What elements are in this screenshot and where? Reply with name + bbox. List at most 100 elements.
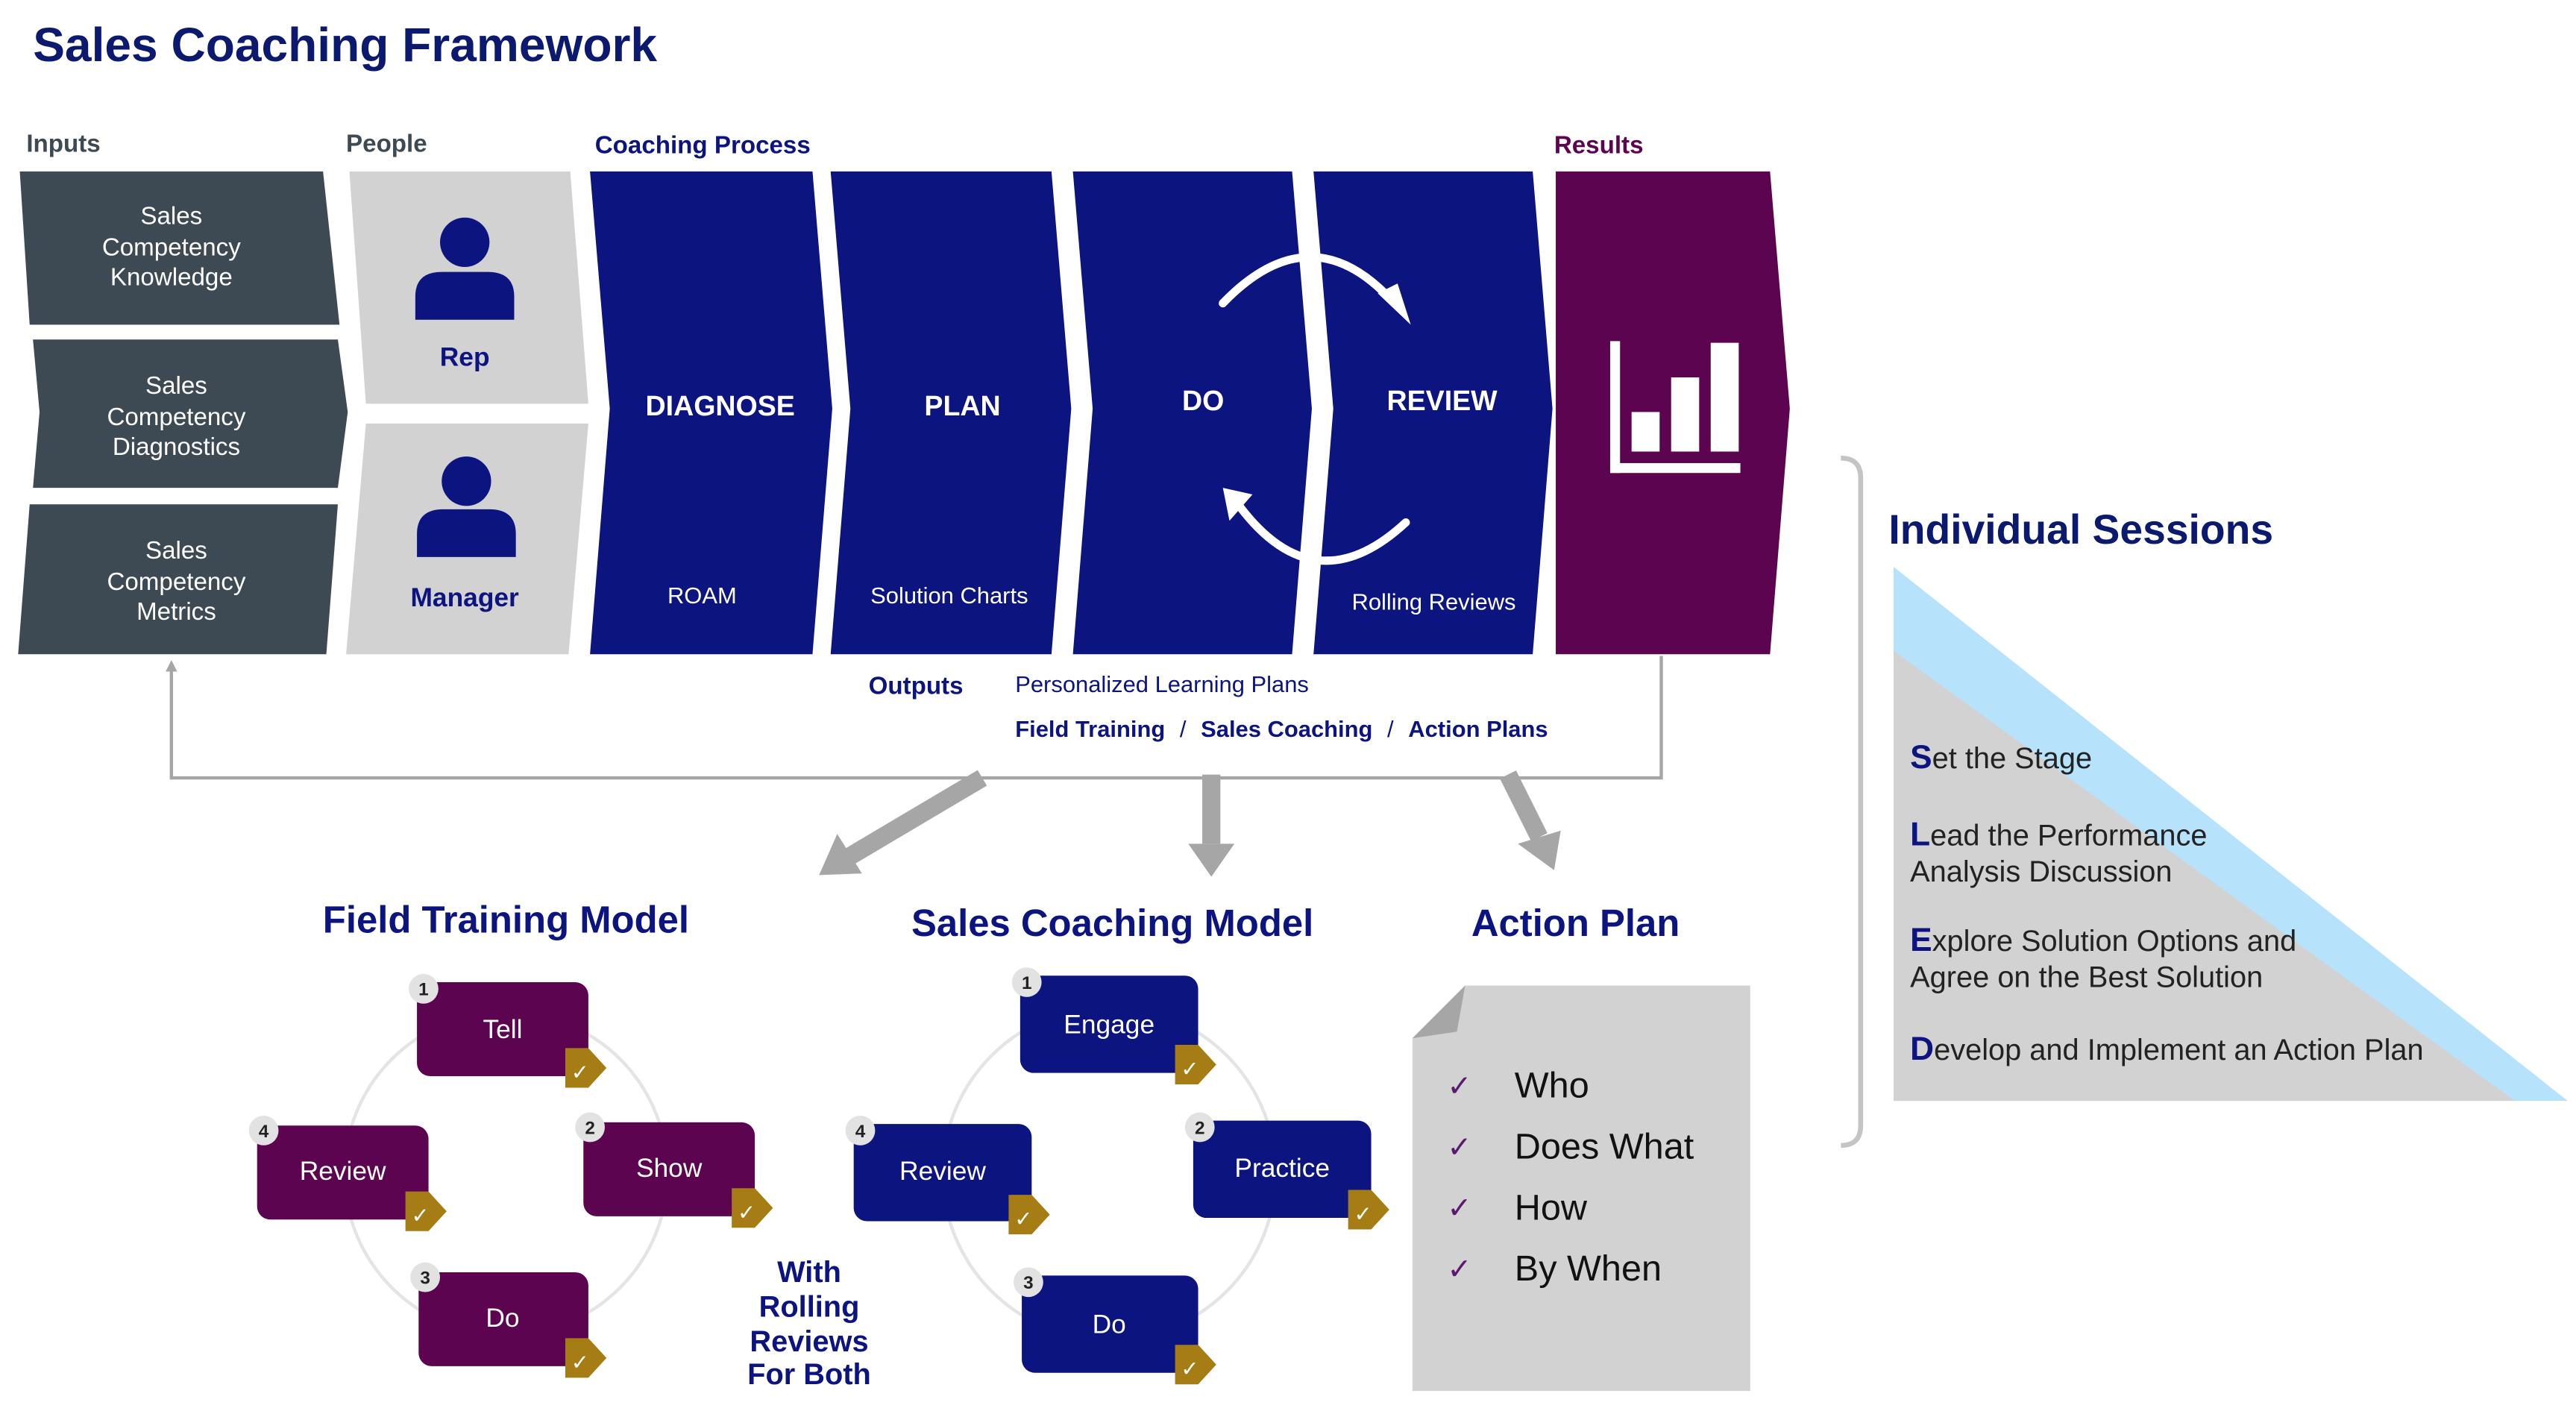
plan-step: PLAN Solution Charts bbox=[830, 171, 1072, 655]
check-badge-icon bbox=[732, 1188, 773, 1228]
input-diagnostics-line-1: Sales bbox=[145, 372, 207, 400]
session-step-develop: Develop and Implement an Action Plan bbox=[1910, 1031, 2423, 1067]
plan-title: PLAN bbox=[924, 390, 1000, 421]
outputs-action-plans: Action Plans bbox=[1408, 716, 1548, 742]
action-plan-card: ✓ Who ✓ Does What ✓ How ✓ By When bbox=[1412, 985, 1750, 1392]
check-badge-icon bbox=[565, 1048, 607, 1088]
field-step-tell-number: 1 bbox=[418, 980, 429, 1000]
bar-chart-icon bbox=[1609, 341, 1741, 474]
field-step-show: Show 2 ✓ bbox=[575, 1112, 773, 1228]
coach-step-review-label: Review bbox=[899, 1157, 986, 1186]
coach-step-review-number: 4 bbox=[855, 1122, 866, 1142]
check-badge-icon bbox=[405, 1191, 447, 1231]
coach-step-review: Review 4 ✓ bbox=[845, 1116, 1050, 1235]
session-step-explore: Explore Solution Options and bbox=[1910, 922, 2296, 958]
field-step-tell: Tell 1 ✓ bbox=[409, 973, 607, 1088]
outputs-separator: / bbox=[1387, 716, 1394, 742]
svg-text:✓: ✓ bbox=[1354, 1202, 1372, 1226]
action-item-does-what: Does What bbox=[1515, 1126, 1694, 1166]
review-subtitle: Rolling Reviews bbox=[1352, 589, 1516, 615]
session-step-set-stage: Set the Stage bbox=[1910, 739, 2092, 776]
field-step-review-label: Review bbox=[300, 1157, 386, 1186]
arrow-to-field-training bbox=[819, 770, 987, 876]
svg-text:✓: ✓ bbox=[1014, 1207, 1032, 1231]
diagnose-step: DIAGNOSE ROAM bbox=[590, 171, 832, 655]
coach-step-engage-label: Engage bbox=[1064, 1011, 1155, 1040]
input-box-diagnostics: Sales Competency Diagnostics bbox=[33, 339, 348, 488]
outputs-separator: / bbox=[1180, 716, 1187, 742]
rolling-note-line-4: For Both bbox=[747, 1358, 871, 1391]
input-knowledge-line-2: Competency bbox=[102, 234, 241, 262]
arrow-to-action-plan bbox=[1500, 770, 1561, 870]
individual-sessions-title: Individual Sessions bbox=[1888, 506, 2273, 553]
check-icon: ✓ bbox=[1447, 1192, 1471, 1225]
coach-step-do-label: Do bbox=[1093, 1310, 1126, 1339]
session-letter-d: D bbox=[1910, 1031, 1934, 1067]
input-metrics-line-2: Competency bbox=[107, 568, 245, 596]
check-icon: ✓ bbox=[1447, 1253, 1471, 1286]
rolling-reviews-note: With Rolling Reviews For Both bbox=[747, 1256, 871, 1391]
check-badge-icon bbox=[1175, 1045, 1216, 1085]
results-panel bbox=[1556, 171, 1790, 655]
diagnose-title: DIAGNOSE bbox=[646, 390, 795, 421]
session-step-lead: Lead the Performance bbox=[1910, 817, 2207, 853]
svg-text:✓: ✓ bbox=[738, 1201, 755, 1225]
action-item-who: Who bbox=[1515, 1066, 1589, 1106]
svg-text:✓: ✓ bbox=[1181, 1058, 1199, 1081]
diagnose-subtitle: ROAM bbox=[667, 582, 737, 609]
input-knowledge-line-1: Sales bbox=[140, 203, 202, 230]
action-item-by-when: By When bbox=[1515, 1248, 1662, 1289]
page-title: Sales Coaching Framework bbox=[33, 18, 657, 72]
rep-card: Rep bbox=[349, 171, 588, 404]
coach-step-practice-label: Practice bbox=[1234, 1154, 1330, 1183]
do-title: DO bbox=[1182, 385, 1224, 416]
coach-step-do-number: 3 bbox=[1023, 1273, 1034, 1293]
do-step: DO bbox=[1072, 171, 1313, 655]
coach-step-engage: Engage 1 ✓ bbox=[1011, 967, 1216, 1085]
input-diagnostics-line-2: Competency bbox=[107, 403, 245, 431]
review-step: REVIEW Rolling Reviews bbox=[1313, 171, 1553, 655]
field-step-show-number: 2 bbox=[585, 1118, 595, 1138]
svg-text:✓: ✓ bbox=[571, 1060, 589, 1084]
field-step-do: Do 3 ✓ bbox=[410, 1262, 607, 1378]
input-metrics-line-3: Metrics bbox=[136, 598, 216, 626]
coaching-process-header: Coaching Process bbox=[595, 132, 811, 160]
field-step-show-label: Show bbox=[636, 1154, 703, 1183]
field-step-review-number: 4 bbox=[259, 1122, 269, 1142]
coach-step-do: Do 3 ✓ bbox=[1014, 1267, 1216, 1385]
rep-person-icon bbox=[415, 217, 515, 320]
people-header: People bbox=[346, 130, 427, 157]
check-badge-icon bbox=[565, 1338, 607, 1378]
input-knowledge-line-3: Knowledge bbox=[110, 263, 233, 291]
manager-card: Manager bbox=[346, 423, 588, 655]
session-step-explore-line-2: Agree on the Best Solution bbox=[1910, 961, 2263, 994]
rep-label: Rep bbox=[440, 343, 490, 372]
outputs-sales-coaching: Sales Coaching bbox=[1201, 716, 1372, 742]
input-metrics-line-1: Sales bbox=[145, 537, 207, 565]
check-badge-icon bbox=[1175, 1345, 1216, 1385]
outputs-learning-plans: Personalized Learning Plans bbox=[1015, 671, 1309, 697]
feedback-loop-line bbox=[166, 656, 1663, 780]
input-box-metrics: Sales Competency Metrics bbox=[18, 504, 339, 655]
field-step-do-number: 3 bbox=[420, 1268, 430, 1288]
coach-step-practice-number: 2 bbox=[1195, 1118, 1205, 1138]
coach-step-engage-number: 1 bbox=[1022, 973, 1032, 993]
svg-text:Field Training / Sales: Field Training / Sales Coaching / Action… bbox=[1015, 716, 1548, 742]
input-diagnostics-line-3: Diagnostics bbox=[113, 433, 240, 461]
sessions-bracket bbox=[1841, 456, 1864, 1149]
action-item-how: How bbox=[1515, 1187, 1588, 1228]
rolling-note-line-1: With bbox=[777, 1256, 841, 1289]
svg-text:✓: ✓ bbox=[411, 1204, 429, 1228]
field-step-tell-label: Tell bbox=[483, 1015, 522, 1044]
results-header: Results bbox=[1554, 132, 1644, 160]
check-badge-icon bbox=[1008, 1195, 1050, 1235]
check-icon: ✓ bbox=[1447, 1131, 1471, 1163]
svg-text:✓: ✓ bbox=[1181, 1357, 1199, 1381]
folded-corner-icon bbox=[1412, 985, 1466, 1039]
session-step-lead-line-2: Analysis Discussion bbox=[1910, 855, 2172, 888]
outputs-label: Outputs bbox=[869, 672, 964, 700]
sales-coaching-title: Sales Coaching Model bbox=[911, 902, 1313, 944]
manager-person-icon bbox=[417, 456, 516, 557]
rolling-note-line-2: Rolling bbox=[759, 1291, 860, 1324]
manager-label: Manager bbox=[410, 583, 519, 612]
